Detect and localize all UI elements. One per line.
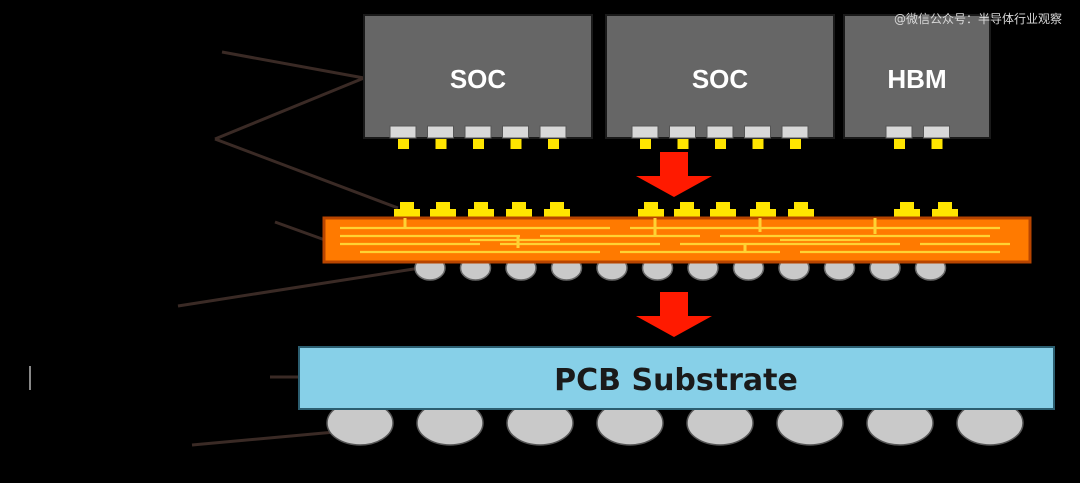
chip-hbm-3: HBM: [843, 14, 991, 149]
micro-bump: [931, 139, 943, 149]
chip-soc-2: SOC: [605, 14, 835, 149]
interposer-body: [322, 216, 1032, 264]
interposer-top-pad: [716, 202, 730, 210]
chip-pad: [706, 125, 734, 139]
interposer-top-pad: [550, 202, 564, 210]
micro-bump: [677, 139, 689, 149]
interposer-top-pad-base: [544, 209, 570, 217]
leader-line-bga: [191, 430, 336, 447]
micro-bump: [435, 139, 447, 149]
chip-pad: [885, 125, 913, 139]
interposer-top-pad-base: [430, 209, 456, 217]
interposer-top-pad-base: [394, 209, 420, 217]
chip-pad: [669, 125, 696, 139]
interposer-top-pad: [644, 202, 658, 210]
micro-bump: [473, 139, 484, 149]
interposer-top-pad-base: [788, 209, 814, 217]
interposer-top-pad-base: [894, 209, 920, 217]
interposer-top-pad: [474, 202, 488, 210]
micro-bump: [715, 139, 726, 149]
chip-die: [843, 14, 991, 139]
interposer-top-pad-base: [506, 209, 532, 217]
chip-pad: [427, 125, 454, 139]
interposer-top-pad: [794, 202, 808, 210]
interposer-top-pad: [900, 202, 914, 210]
interposer-top-pad-base: [674, 209, 700, 217]
chip-pad: [744, 125, 771, 139]
micro-bump: [894, 139, 905, 149]
micro-bump: [510, 139, 522, 149]
interposer-top-pad-base: [710, 209, 736, 217]
micro-bump: [752, 139, 764, 149]
interposer-top-pad: [756, 202, 770, 210]
bga-balls: [326, 400, 1024, 446]
chip-pad: [631, 125, 659, 139]
chip-pad: [781, 125, 809, 139]
interposer-top-pad-base: [638, 209, 664, 217]
chip-soc-1: SOC: [363, 14, 593, 149]
micro-bump: [398, 139, 409, 149]
interposer-top-pad: [400, 202, 414, 210]
chip-pad: [539, 125, 567, 139]
arrow-down-1: [636, 152, 712, 197]
chip-label: SOC: [692, 64, 749, 94]
leader-line-microbump: [214, 137, 399, 210]
pcb-body: [298, 346, 1055, 410]
interposer-top-pad: [512, 202, 526, 210]
interposer-top-pad-base: [468, 209, 494, 217]
leader-line-interposer: [274, 220, 326, 242]
interposer-top-pad: [938, 202, 952, 210]
leader-lines: [29, 50, 421, 447]
interposer-top-pad-base: [932, 209, 958, 217]
leader-line-soc-lower: [214, 76, 365, 141]
chip-pad: [923, 125, 950, 139]
micro-bump: [640, 139, 651, 149]
chip-label: SOC: [450, 64, 507, 94]
chip-pad: [464, 125, 492, 139]
chip-die: [605, 14, 835, 139]
watermark: @微信公众号：半导体行业观察: [893, 12, 1062, 26]
micro-bump: [548, 139, 559, 149]
interposer-top-pad: [680, 202, 694, 210]
chip-die: [363, 14, 593, 139]
pcb-substrate: PCB Substrate: [298, 346, 1055, 446]
pcb-label: PCB Substrate: [554, 363, 798, 398]
chip-pad: [389, 125, 417, 139]
chip-label: HBM: [887, 64, 946, 94]
arrow-down-2: [636, 292, 712, 337]
interposer: [322, 202, 1032, 281]
leader-line-soc: [221, 50, 365, 80]
interposer-top-pad-base: [750, 209, 776, 217]
leader-line-c4: [177, 266, 421, 308]
chip-pad: [502, 125, 529, 139]
micro-bump: [790, 139, 801, 149]
interposer-top-pad: [436, 202, 450, 210]
